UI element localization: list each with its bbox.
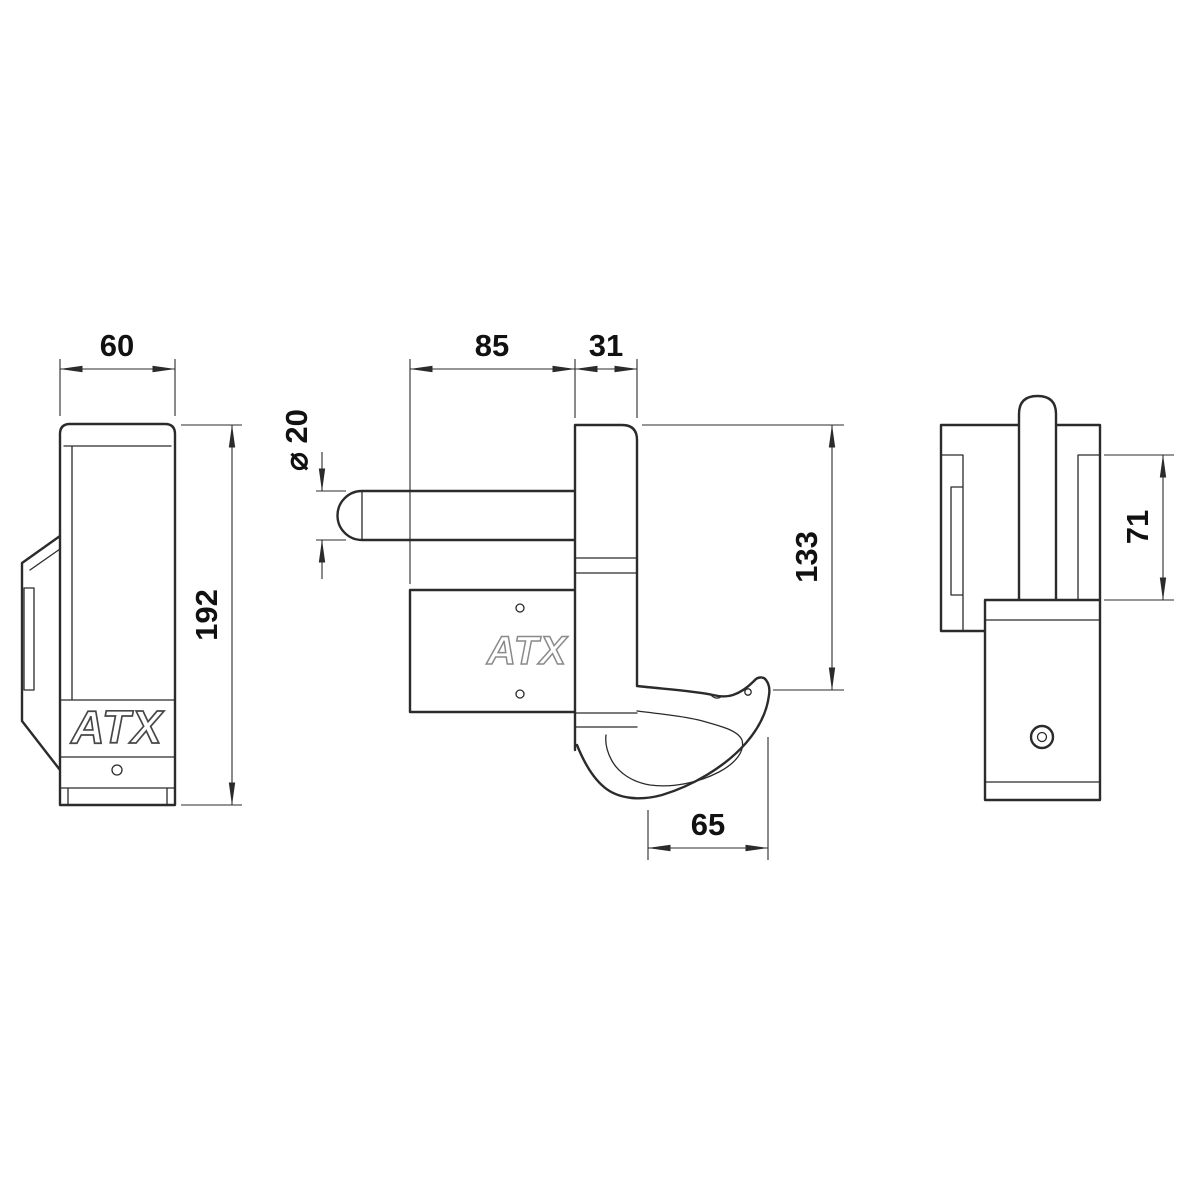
- dim-side-plate-depth: 31: [574, 328, 638, 418]
- dim-rear-bracket-label: 71: [1120, 510, 1155, 544]
- dim-pin-diameter: ⌀ 20: [279, 409, 346, 579]
- dim-side-arm-extensions: [409, 359, 576, 584]
- dim-side-plate-label: 31: [589, 328, 623, 363]
- dim-pin-diameter-extensions: [316, 490, 346, 541]
- rear-bolt-outer: [1029, 724, 1055, 750]
- front-view: ATX 60 192: [20, 328, 242, 807]
- side-logo-text: ATX: [486, 629, 568, 673]
- dim-front-height: 192: [181, 424, 242, 806]
- dim-front-width: 60: [59, 328, 176, 416]
- rear-detail-lines: [940, 454, 1101, 783]
- side-outline: [336, 423, 771, 800]
- dim-hook-opening-label: 65: [691, 807, 725, 842]
- front-detail-lines: [23, 445, 176, 806]
- rear-bolt-inner: [1036, 731, 1048, 743]
- dim-side-arm-label: 85: [475, 328, 509, 363]
- rear-view: 71: [939, 394, 1174, 802]
- dim-rear-bracket-height: 71: [1104, 454, 1174, 601]
- dim-hook-drop: 133: [642, 424, 844, 691]
- front-mount-hole: [111, 764, 123, 776]
- side-screw-hole-bottom: [515, 689, 525, 699]
- rear-outline: [939, 394, 1102, 802]
- dim-front-width-label: 60: [100, 328, 134, 363]
- dim-front-width-extensions: [59, 359, 176, 416]
- side-lip-pin-detail: [744, 688, 752, 696]
- front-logo-text: ATX: [70, 701, 164, 753]
- dim-hook-opening-extensions: [647, 737, 769, 860]
- side-detail-lines: [361, 490, 744, 787]
- side-view: ATX 85 31 ⌀ 20 133 65: [279, 328, 844, 860]
- dim-pin-diameter-label: ⌀ 20: [279, 409, 314, 471]
- dim-front-height-label: 192: [189, 589, 224, 641]
- dim-side-arm-length: 85: [409, 328, 576, 584]
- dim-hook-drop-label: 133: [789, 531, 824, 583]
- dim-hook-opening: 65: [647, 737, 769, 860]
- side-screw-hole-top: [515, 603, 525, 613]
- front-plate-outline: [20, 422, 177, 807]
